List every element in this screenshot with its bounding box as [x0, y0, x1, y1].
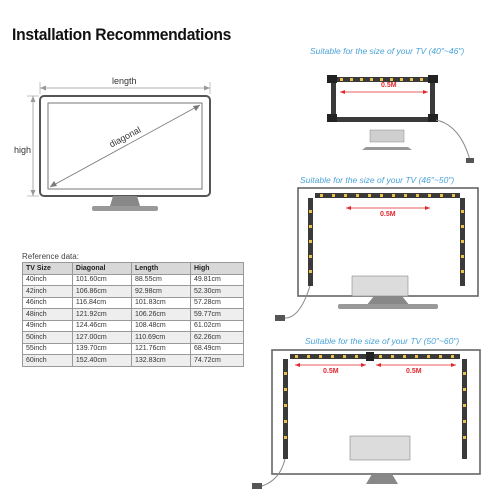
install-caption-46-50: Suitable for the size of your TV (46"~50… — [300, 175, 455, 185]
table-cell: 132.83cm — [130, 354, 192, 367]
segment-label-left: 0.5M — [323, 368, 339, 375]
install-caption-40-46: Suitable for the size of your TV (40"~46… — [310, 46, 465, 56]
table-cell: 61.02cm — [190, 319, 244, 332]
table-cell: 152.40cm — [71, 354, 132, 367]
table-cell: 121.92cm — [71, 308, 132, 321]
segment-label: 0.5M — [381, 82, 397, 89]
page-title: Installation Recommendations — [12, 25, 232, 44]
table-cell: 74.72cm — [190, 354, 244, 367]
reference-label: Reference data: — [22, 252, 79, 261]
install-caption-50-60: Suitable for the size of your TV (50"~60… — [305, 336, 460, 346]
segment-label-right: 0.5M — [406, 368, 422, 375]
segment-label: 0.5M — [380, 211, 396, 218]
table-cell: 50inch — [22, 331, 73, 344]
high-label: high — [14, 145, 32, 155]
column-header: High — [190, 262, 244, 275]
length-label: length — [112, 76, 137, 86]
